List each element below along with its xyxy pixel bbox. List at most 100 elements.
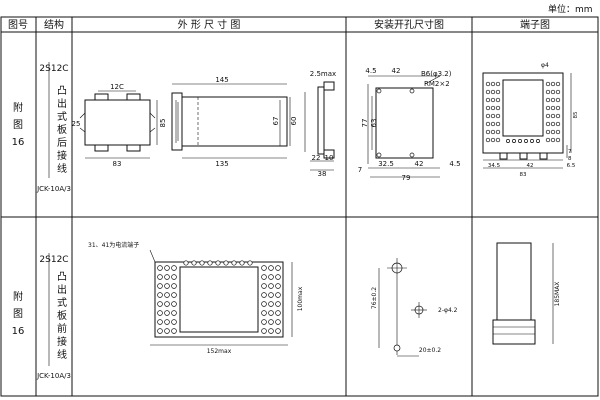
- terminal-hole: [261, 283, 267, 289]
- terminal-hole: [275, 301, 281, 307]
- row2-terminal-side: [492, 242, 554, 345]
- row1-dim-panel-38: 38: [318, 170, 327, 178]
- row2-figure-no: 附 图 16: [12, 290, 25, 337]
- terminal-hole: [490, 137, 496, 143]
- row1-dim-panel-10: 10: [325, 154, 334, 162]
- row1-term-d7: 7: [568, 149, 572, 155]
- terminal-hole: [164, 301, 170, 307]
- terminal-hole: [157, 319, 163, 325]
- terminal-hole: [231, 260, 237, 266]
- row2-model: 2S12C: [39, 255, 68, 265]
- row1-mounting-cutout: [367, 75, 441, 178]
- terminal-hole: [555, 89, 561, 95]
- terminal-hole: [550, 81, 556, 87]
- terminal-hole: [261, 265, 267, 271]
- terminal-hole: [490, 105, 496, 111]
- terminal-hole: [157, 328, 163, 334]
- terminal-hole: [261, 292, 267, 298]
- row1-mount-rm-note: RM2×2: [424, 80, 450, 88]
- terminal-hole: [261, 301, 267, 307]
- terminal-hole: [485, 105, 491, 111]
- header-outline: 外 形 尺 寸 图: [178, 18, 241, 31]
- row1-dim-front-width: 83: [113, 160, 122, 168]
- svg-text:接: 接: [57, 149, 67, 162]
- row2-outline-height: 100max: [297, 286, 304, 311]
- terminal-hole: [545, 113, 551, 119]
- svg-text:式: 式: [57, 110, 67, 123]
- row2-outline-note: 31、41为电流端子: [88, 241, 139, 249]
- svg-text:16: 16: [12, 137, 25, 148]
- terminal-hole: [207, 260, 213, 266]
- terminal-hole: [261, 328, 267, 334]
- terminal-hole: [490, 89, 496, 95]
- row1-model: 2S12C: [39, 64, 68, 74]
- svg-text:线: 线: [57, 348, 67, 361]
- terminal-hole: [495, 129, 501, 135]
- header-structure: 结构: [44, 18, 64, 31]
- terminal-hole: [495, 137, 501, 143]
- terminal-hole: [555, 81, 561, 87]
- row1-term-d65: 6.5: [567, 163, 576, 169]
- terminal-hole: [485, 121, 491, 127]
- svg-text:板: 板: [57, 309, 67, 322]
- row1-term-d345: 34.5: [488, 163, 501, 169]
- terminal-hole: [171, 283, 177, 289]
- terminal-hole: [157, 310, 163, 316]
- terminal-hole: [495, 105, 501, 111]
- terminal-hole: [545, 81, 551, 87]
- terminal-hole: [171, 274, 177, 280]
- svg-text:图: 图: [13, 308, 23, 320]
- row1-term-phi: φ4: [541, 62, 549, 69]
- terminal-hole: [268, 265, 274, 271]
- terminal-hole: [164, 274, 170, 280]
- row2-terminal-height: 185MAX: [554, 282, 561, 307]
- terminal-hole: [215, 260, 221, 266]
- terminal-hole: [261, 310, 267, 316]
- terminal-hole: [550, 129, 556, 135]
- row1-structure-text: 凸 出 式 板 后 接 线: [57, 85, 67, 175]
- row1-mount-d42-top: 42: [392, 67, 401, 75]
- terminal-hole: [275, 265, 281, 271]
- terminal-hole: [164, 328, 170, 334]
- terminal-hole: [490, 113, 496, 119]
- terminal-hole: [555, 97, 561, 103]
- terminal-hole: [157, 292, 163, 298]
- row1-mount-d42-bottom: 42: [415, 160, 424, 168]
- row1-mount-hole-note: B6(φ3.2): [421, 70, 452, 78]
- svg-text:线: 线: [57, 162, 67, 175]
- row1-side-view: [171, 83, 291, 159]
- terminal-hole: [555, 137, 561, 143]
- terminal-hole: [171, 319, 177, 325]
- terminal-hole: [550, 97, 556, 103]
- terminal-hole: [490, 97, 496, 103]
- terminal-hole: [164, 292, 170, 298]
- terminal-hole: [157, 274, 163, 280]
- terminal-hole: [485, 137, 491, 143]
- row1-term-d42: 42: [527, 163, 534, 169]
- terminal-hole: [490, 121, 496, 127]
- terminal-hole: [223, 260, 229, 266]
- terminal-hole: [191, 260, 197, 266]
- svg-text:板: 板: [57, 123, 67, 136]
- terminal-hole: [550, 89, 556, 95]
- svg-text:后: 后: [57, 137, 67, 149]
- row1-mount-d79: 79: [402, 174, 411, 182]
- terminal-hole: [550, 121, 556, 127]
- row2-mount-width: 20±0.2: [419, 347, 441, 354]
- svg-text:16: 16: [12, 326, 25, 337]
- terminal-hole: [545, 137, 551, 143]
- unit-label: 单位：mm: [548, 3, 593, 15]
- terminal-hole: [268, 292, 274, 298]
- svg-text:附: 附: [13, 290, 23, 303]
- terminal-hole: [506, 139, 510, 143]
- terminal-hole: [157, 301, 163, 307]
- terminal-hole: [247, 260, 253, 266]
- terminal-hole: [495, 81, 501, 87]
- terminal-hole: [157, 265, 163, 271]
- terminal-hole: [171, 265, 177, 271]
- terminal-hole: [495, 97, 501, 103]
- terminal-hole: [485, 89, 491, 95]
- terminal-hole: [261, 274, 267, 280]
- row1-terminal-block: [482, 72, 572, 169]
